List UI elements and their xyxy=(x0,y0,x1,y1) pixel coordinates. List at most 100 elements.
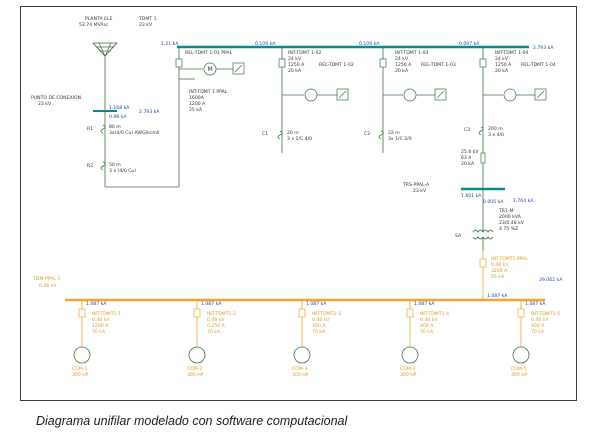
feeder-3-cable-name: C3 xyxy=(464,127,470,133)
lv-flow-2: 1.087 kA xyxy=(487,293,508,299)
cp-flow-2: 0.98 kA xyxy=(109,114,127,120)
motor-1-breaker-symbol xyxy=(78,308,86,318)
motor-1-flow: 1.087 kA xyxy=(86,301,107,307)
bay-1-breaker-value-2: 1200 A xyxy=(189,101,206,107)
motor-4-breaker-name: INT-TDMT1-4 xyxy=(420,311,449,317)
feeder-1-cable-symbol xyxy=(277,130,283,140)
motor-5-rating: 300 HP xyxy=(511,372,528,378)
motor-5-breaker-name: INT-TDMT1-5 xyxy=(531,311,560,317)
feeder-3-cable-value-2: 3 x 4/0 xyxy=(488,132,504,138)
cp-flow-3: 2.793 kA xyxy=(139,109,160,115)
transformer-impedance: 4.75 %Z xyxy=(499,226,518,232)
feeder-3-cable-value-1: 200 m xyxy=(488,126,503,132)
feeder-1-breaker-value-1: 24 kV xyxy=(288,56,302,62)
motor-5-breaker-symbol xyxy=(517,308,525,318)
feeder-2-breaker-value-1: 24 kV xyxy=(395,56,409,62)
motor-5-breaker-value-2: 400 A xyxy=(531,323,545,329)
transformer-rating: 2000 kVA xyxy=(499,214,522,220)
feeder-2-meter xyxy=(403,88,417,102)
diagram-frame: PLANTA ELE 53.74 MVAsc PUNTO DE CONEXION… xyxy=(20,6,577,401)
motor-5-icon xyxy=(512,346,530,364)
transformer-bus-flow-1: 1.601 kA xyxy=(461,193,482,199)
motor-2-breaker-symbol xyxy=(193,308,201,318)
bay-1-breaker-value-1: 1600A xyxy=(189,95,205,101)
motor-5-flow: 1.087 kA xyxy=(525,301,546,307)
main-bus-name: TDMT 1 xyxy=(138,16,157,22)
motor-4-breaker-value-2: 400 A xyxy=(420,323,434,329)
main-bus-flow-4: 0.097 kA xyxy=(459,41,480,47)
feeder-2-breaker-value-2: 1250 A xyxy=(395,62,412,68)
feeder-3-breaker-value-2: 1250 A xyxy=(495,62,512,68)
main-bus-voltage: 23 kV xyxy=(139,22,153,28)
feeder-3-breaker-name: INT-TDMT 1-04 xyxy=(495,50,528,56)
fuse-value-3: 20 kA xyxy=(461,161,475,167)
feeder-1: INT-TDMT 1-02 24 kV 1250 A 20 kA REL-TDM… xyxy=(262,47,354,153)
bay-1-meter-glyph: M xyxy=(208,66,213,73)
transformer-sa-label: SA xyxy=(455,233,462,239)
feeder-2-cable-value-2: 3x 1/C 2/0 xyxy=(388,136,412,142)
motor-2-breaker-value-2: 0.250 A xyxy=(207,323,226,329)
motor-3-breaker-value-1: 0.48 kV xyxy=(312,317,330,323)
utility-source-symbol xyxy=(92,42,118,57)
motor-3-rating: 300 HP xyxy=(292,372,309,378)
motor-3-flow: 1.087 kA xyxy=(306,301,327,307)
motor-4-breaker-value-1: 0.48 kV xyxy=(420,317,438,323)
feeder-1-breaker-name: INT-TDMT 1-02 xyxy=(288,50,321,56)
motor-2-breaker-value-3: 70 kA xyxy=(207,329,221,335)
feeder-3-breaker xyxy=(479,58,487,68)
connection-point-name: PUNTO DE CONEXION xyxy=(31,95,81,101)
fuse-value-1: 25.8 kV xyxy=(461,149,479,155)
lv-main-breaker-value-1: 0.48 kV xyxy=(491,262,509,268)
feeder-1-breaker xyxy=(278,58,286,68)
fuse-value-2: 63 A xyxy=(461,155,472,161)
motor-4-icon xyxy=(401,346,419,364)
bay-1-breaker-value-3: 25 kA xyxy=(189,107,203,113)
feeder-2: INT-TDMT 1-03 24 kV 1250 A 20 kA REL-TDM… xyxy=(364,47,456,153)
motor-3-breaker-name: INT-TDMT1-3 xyxy=(312,311,341,317)
cable-r1-value-2: 3x(4/0 Cu) AWG/kcmil xyxy=(109,130,159,136)
bay-1-relay-icon xyxy=(232,62,245,75)
bay-1-breaker-name: INT-TDMT 1 PPAL xyxy=(189,89,228,95)
motor-5-name: COM-5 xyxy=(511,366,526,372)
feeder-1-breaker-value-3: 20 kA xyxy=(288,68,302,74)
feeder-3-breaker-value-3: 20 kA xyxy=(495,68,509,74)
motor-2-icon xyxy=(188,346,206,364)
bay-1-relay: REL-TDMT 1-01 PPAL xyxy=(185,50,233,56)
motor-3-breaker-value-2: 400 A xyxy=(312,323,326,329)
motor-4-rating: 300 HP xyxy=(400,372,417,378)
lv-main-breaker xyxy=(479,258,487,268)
lv-bus-name: TDM-PPAL 1 xyxy=(32,276,60,282)
feeder-1-cable-name: C1 xyxy=(262,131,268,137)
feeder-1-meter xyxy=(304,88,318,102)
cable-r1-name: R1 xyxy=(87,126,93,132)
motor-1-breaker-value-3: 70 kA xyxy=(92,329,106,335)
lv-main-breaker-value-3: 65 kA xyxy=(491,274,505,280)
transformer-bus-name: TRS-PPAL-A xyxy=(402,182,430,188)
motor-1-rating: 300 HP xyxy=(72,372,89,378)
single-line-diagram: PLANTA ELE 53.74 MVAsc PUNTO DE CONEXION… xyxy=(31,16,563,378)
motor-2-flow: 1.087 kA xyxy=(201,301,222,307)
cable-r2-symbol xyxy=(100,161,106,171)
feeder-2-breaker-value-3: 20 kA xyxy=(395,68,409,74)
motor-3-breaker-value-3: 70 kA xyxy=(312,329,326,335)
motor-4-flow: 1.087 kA xyxy=(414,301,435,307)
feeder-2-breaker-name: INT-TDMT 1-03 xyxy=(395,50,428,56)
main-bus-flow-3: 0.109 kA xyxy=(359,41,380,47)
lv-main-breaker-name: INT-TDMT1 PPAL xyxy=(491,256,528,262)
main-bus-flow-2: 0.109 kA xyxy=(255,41,276,47)
transformer-name: TR1-M xyxy=(498,208,514,214)
cable-r1-symbol xyxy=(100,124,106,134)
feeder-2-cable-name: C2 xyxy=(364,131,370,137)
motor-2-breaker-name: INT-TDMT1-2 xyxy=(207,311,236,317)
main-bus-flow-5: 2.793 kA xyxy=(533,45,554,51)
transformer-bus-voltage: 23 kV xyxy=(413,188,427,194)
motor-1-name: COM-1 xyxy=(72,366,87,372)
transformer-voltages: 23/0.48 kV xyxy=(499,220,525,226)
main-bus-flow-1: 1.21 kA xyxy=(161,41,179,47)
lv-main-breaker-value-2: 3200 A xyxy=(491,268,508,274)
transformer-bus-flow-2: 0.005 kA xyxy=(483,199,504,205)
